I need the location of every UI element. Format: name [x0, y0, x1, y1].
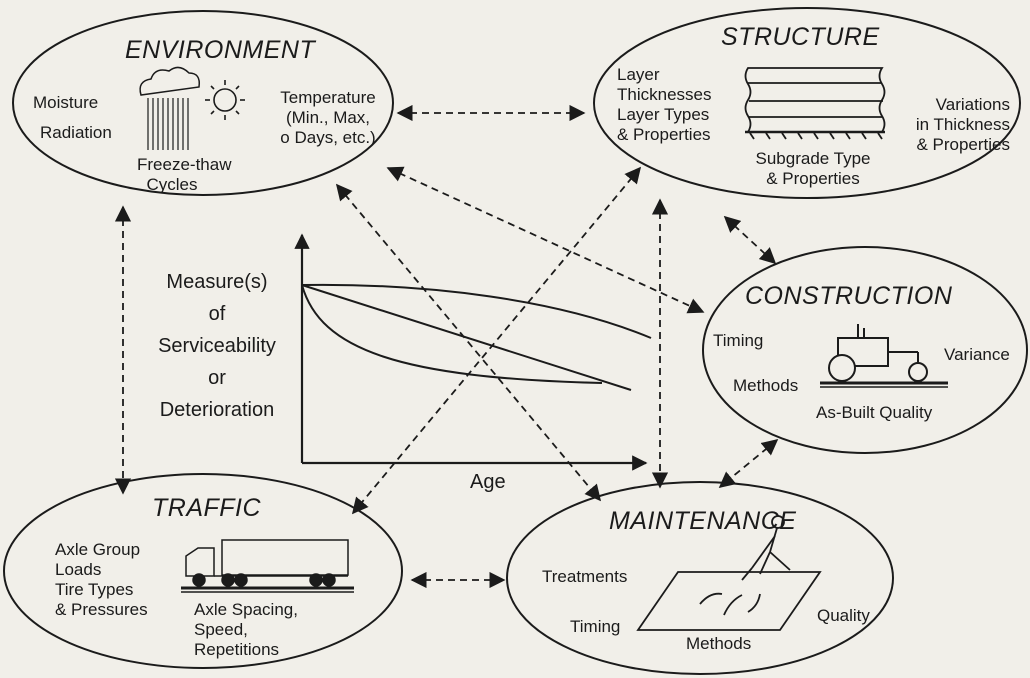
construction-methods-label: Methods [733, 376, 799, 395]
variations-label: Variations in Thickness & Properties [915, 95, 1010, 154]
road-worker-icon [636, 515, 822, 631]
truck-icon [181, 539, 354, 593]
subgrade-label: Subgrade Type & Properties [755, 149, 871, 188]
graph-x-axis-label: Age [470, 471, 506, 493]
graph-y-axis-label: Measure(s) of Serviceability or Deterior… [158, 271, 276, 421]
curve-slow-decline [301, 283, 652, 339]
arrow-structure-traffic [351, 166, 642, 515]
axle-group-label: Axle Group Loads Tire Types & Pressures [55, 540, 148, 619]
pavement-layers-icon [744, 67, 886, 140]
maintenance-quality-label: Quality [817, 606, 870, 625]
arrow-environment-maintenance [335, 183, 602, 502]
layer-thicknesses-label: Layer Thicknesses Layer Types & Properti… [617, 65, 712, 144]
freeze-thaw-label: Freeze-thaw Cycles [137, 155, 232, 194]
maintenance-timing-label: Timing [570, 617, 621, 636]
structure-ellipse [593, 7, 1021, 199]
moisture-label: Moisture [33, 93, 99, 112]
rain-cloud-icon [139, 66, 201, 150]
treatments-label: Treatments [542, 567, 628, 586]
radiation-label: Radiation [40, 123, 112, 142]
arrow-structure-construction [723, 215, 777, 265]
sun-icon [205, 80, 245, 120]
curve-linear-decline [301, 284, 632, 391]
structure-title: STRUCTURE [721, 23, 880, 51]
maintenance-title: MAINTENANCE [609, 507, 797, 535]
roller-compactor-icon [820, 324, 948, 388]
environment-ellipse [12, 10, 394, 196]
construction-title: CONSTRUCTION [745, 282, 953, 310]
arrow-construction-maintenance [718, 438, 779, 489]
environment-title: ENVIRONMENT [125, 36, 316, 64]
variance-label: Variance [944, 345, 1010, 364]
maintenance-methods-label: Methods [686, 634, 752, 653]
graph-axes [294, 233, 648, 471]
traffic-ellipse [3, 473, 403, 669]
as-built-quality-label: As-Built Quality [816, 403, 933, 422]
traffic-title: TRAFFIC [152, 494, 262, 522]
axle-spacing-label: Axle Spacing, Speed, Repetitions [194, 600, 298, 659]
maintenance-ellipse [506, 481, 894, 675]
curve-fast-decline [301, 284, 603, 384]
construction-timing-label: Timing [713, 331, 764, 350]
temperature-label: Temperature (Min., Max, o Days, etc.) [280, 88, 376, 147]
construction-ellipse [702, 246, 1028, 454]
